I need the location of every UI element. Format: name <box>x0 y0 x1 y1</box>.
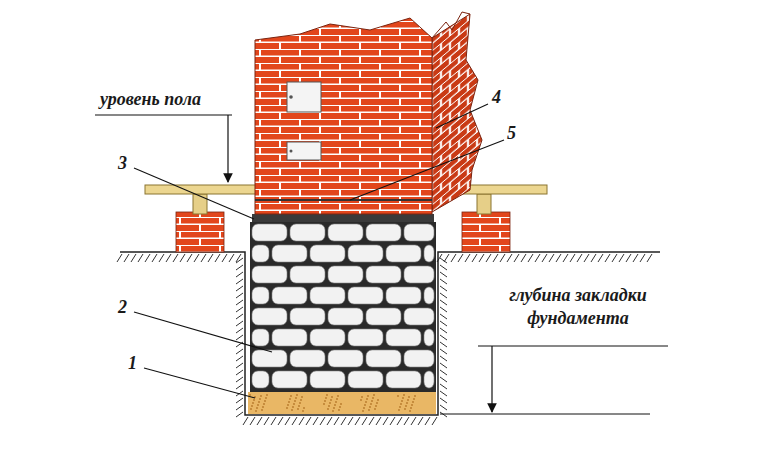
fire-door <box>287 82 321 112</box>
callout-number: 4 <box>492 86 501 109</box>
ash-door <box>287 142 321 160</box>
sand-bed <box>248 392 436 414</box>
annotation-label: уровень пола <box>100 88 201 111</box>
stone-foundation <box>250 222 436 392</box>
brick-pillar <box>176 212 224 252</box>
arrow-line <box>227 115 228 182</box>
callout-number: 5 <box>507 122 516 145</box>
leader-line <box>134 312 272 352</box>
dimension-line <box>478 346 668 347</box>
joist-post <box>193 194 207 214</box>
callout-number: 1 <box>128 352 137 375</box>
annotation-label: глубина закладки фундамента <box>478 284 678 331</box>
waterproofing-layer <box>252 214 434 222</box>
brick-pillar <box>462 212 510 252</box>
leader-line <box>436 104 488 128</box>
callout-number: 2 <box>118 296 127 319</box>
leader-line <box>95 114 232 115</box>
joist-post <box>477 194 491 214</box>
dimension-arrow <box>491 346 492 412</box>
felt-layer <box>255 199 432 201</box>
dimension-line <box>440 414 650 415</box>
stove-side <box>432 14 482 212</box>
stove-front <box>255 18 432 214</box>
leader-line <box>134 168 254 219</box>
leader-line <box>350 140 504 200</box>
leader-line <box>144 368 255 398</box>
callout-number: 3 <box>118 152 127 175</box>
